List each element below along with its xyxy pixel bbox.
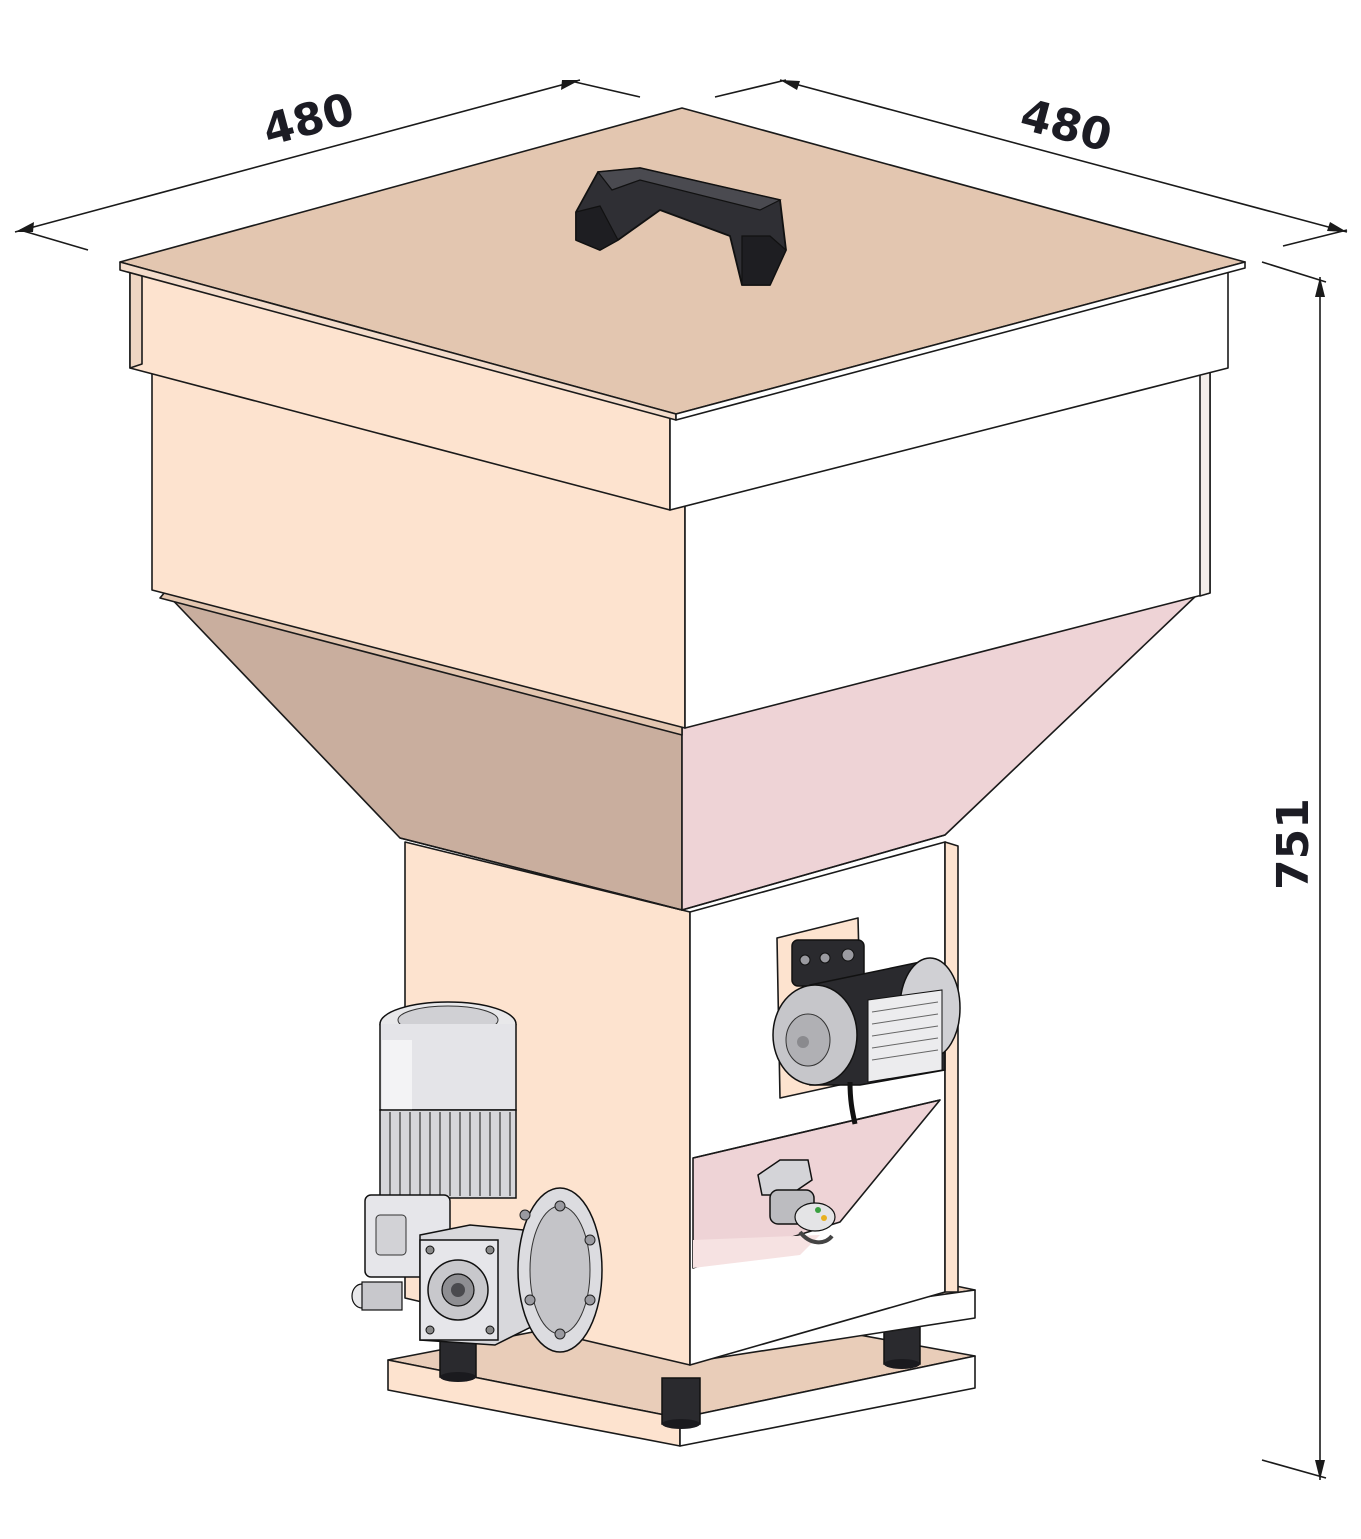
handle-icon[interactable]: [575, 167, 787, 286]
dimension-width-right: 480: [1015, 89, 1117, 162]
hopper-lid: [119, 107, 1246, 511]
dimension-width-left: 480: [258, 84, 360, 157]
level-sensor-icon: [757, 1159, 836, 1245]
gear-motor-icon: [351, 1001, 603, 1353]
vibrator-motor-icon: [772, 917, 961, 1125]
hopper-funnel: [159, 591, 1201, 911]
dimension-height: 751: [1268, 798, 1319, 890]
dimension-lines: [14, 79, 1348, 1480]
